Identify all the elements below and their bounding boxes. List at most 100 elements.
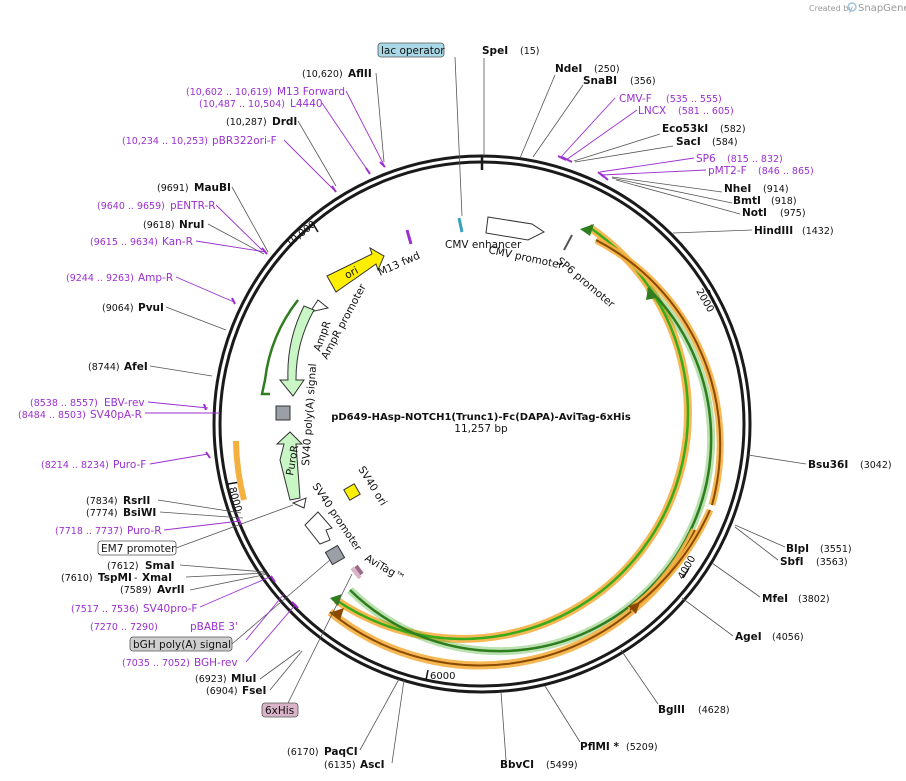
enzyme-name[interactable]: FseI xyxy=(242,685,266,697)
sp6-promoter-mark xyxy=(563,234,573,251)
primer-name[interactable]: Amp-R xyxy=(138,272,173,284)
enzyme-pos: (356) xyxy=(630,76,656,87)
ampr-arrow xyxy=(278,305,315,397)
label-m13-fwd: M13 fwd xyxy=(376,250,422,279)
primer-name[interactable]: SV40pA-R xyxy=(90,409,142,421)
credit-brand: SnapGene xyxy=(858,3,906,14)
enzyme-name[interactable]: DrdI xyxy=(272,116,297,128)
tick-label-10000: 10,000 xyxy=(284,219,318,249)
enzyme-name[interactable]: BglII xyxy=(658,704,685,716)
enzyme-name[interactable]: SbfI xyxy=(780,556,804,568)
enzyme-name[interactable]: BmtI xyxy=(733,195,761,207)
primer-name[interactable]: LNCX xyxy=(638,105,666,117)
enzyme-pos: (3042) xyxy=(860,460,892,471)
enzyme-name[interactable]: BsiWI xyxy=(123,507,156,519)
inner-features xyxy=(233,216,573,580)
enzyme-name[interactable]: SpeI xyxy=(482,45,508,57)
enzyme-labels: SpeI (15) NdeI (250) SnaBI (356) Eco53kI… xyxy=(61,45,892,771)
lac-operator-box xyxy=(377,42,445,58)
em7-promoter-label: EM7 promoter xyxy=(101,543,176,555)
enzyme-name[interactable]: TspMI xyxy=(98,572,132,584)
enzyme-name[interactable]: NruI xyxy=(179,219,204,231)
primer-name[interactable]: SP6 xyxy=(696,153,716,165)
label-sv40-polya: SV40 poly(A) signal xyxy=(300,363,319,466)
primer-name[interactable]: Kan-R xyxy=(162,236,193,248)
puror-arrow xyxy=(275,431,304,501)
enzyme-name[interactable]: PvuI xyxy=(138,302,164,314)
enzyme-name[interactable]: BbvCI xyxy=(500,759,534,771)
enzyme-name[interactable]: AscI xyxy=(360,759,385,771)
enzyme-pos: (10,620) xyxy=(302,69,343,80)
primer-pos: (9640 .. 9659) xyxy=(97,201,165,212)
enzyme-pos: (7610) xyxy=(61,573,93,584)
primer-name[interactable]: L4440 xyxy=(290,98,323,110)
enzyme-pos: (4056) xyxy=(772,632,804,643)
primer-pos: (8214 .. 8234) xyxy=(41,460,109,471)
label-cmv-enhancer: CMV enhancer xyxy=(445,239,522,251)
primer-pos: (7035 .. 7052) xyxy=(122,658,190,669)
enzyme-pos: (584) xyxy=(712,137,738,148)
enzyme-name[interactable]: PaqCI xyxy=(324,746,358,758)
primer-name[interactable]: Puro-F xyxy=(113,459,146,471)
primer-pos: (7517 .. 7536) xyxy=(71,604,139,615)
primer-pos: (8538 .. 8557) xyxy=(30,398,98,409)
enzyme-pos: (15) xyxy=(520,46,540,57)
enzyme-name[interactable]: XmaI xyxy=(142,572,172,584)
enzyme-name[interactable]: Bsu36I xyxy=(808,459,848,471)
primer-pos: (9615 .. 9634) xyxy=(90,237,158,248)
primer-pos: (7270 .. 7290) xyxy=(90,622,158,633)
primer-pos: (10,487 .. 10,504) xyxy=(199,99,285,110)
primer-pos: (581 .. 605) xyxy=(678,106,734,117)
primer-pos: (10,602 .. 10,619) xyxy=(186,87,272,98)
enzyme-name[interactable]: HindIII xyxy=(754,225,793,237)
label-sv40-ori: SV40 ori xyxy=(355,464,389,508)
primer-name[interactable]: pENTR-R xyxy=(170,200,216,212)
boxed-features: lac operator EM7 promoter bGH poly(A) si… xyxy=(97,42,463,718)
enzyme-pos: (7834) xyxy=(86,496,118,507)
primer-pos: (535 .. 555) xyxy=(666,94,722,105)
primer-name[interactable]: pBR322ori-F xyxy=(212,135,277,147)
enzyme-name[interactable]: AvrII xyxy=(157,584,185,596)
insert-orf-arcs xyxy=(327,223,724,670)
enzyme-leaders xyxy=(149,58,807,764)
enzyme-name[interactable]: MluI xyxy=(231,673,256,685)
primer-name[interactable]: CMV-F xyxy=(619,93,652,105)
primer-name[interactable]: BGH-rev xyxy=(194,657,238,669)
enzyme-name[interactable]: BlpI xyxy=(786,543,809,555)
ampr-green-arc xyxy=(260,299,299,396)
enzyme-name[interactable]: AfeI xyxy=(124,361,148,373)
enzyme-name[interactable]: AgeI xyxy=(735,631,762,643)
enzyme-name[interactable]: AflII xyxy=(348,68,372,80)
enzyme-pos: (7612) xyxy=(107,561,139,572)
primer-pos: (815 .. 832) xyxy=(727,154,783,165)
enzyme-pos: (914) xyxy=(763,184,789,195)
label-cmv-promoter: CMV promoter xyxy=(487,244,564,272)
enzyme-name[interactable]: SnaBI xyxy=(583,75,617,87)
primer-name[interactable]: pBABE 3' xyxy=(190,621,238,633)
enzyme-name[interactable]: Eco53kI xyxy=(662,123,708,135)
enzyme-pos: (3802) xyxy=(798,594,830,605)
primer-name[interactable]: SV40pro-F xyxy=(143,603,197,615)
enzyme-name[interactable]: MauBI xyxy=(194,182,231,194)
primer-name[interactable]: M13 Forward xyxy=(277,86,345,98)
enzyme-name[interactable]: SmaI xyxy=(145,560,175,572)
6xhis-label: 6xHis xyxy=(265,705,294,717)
primer-name[interactable]: pMT2-F xyxy=(708,165,747,177)
enzyme-name[interactable]: PflMI * xyxy=(580,741,619,753)
enzyme-name[interactable]: MfeI xyxy=(762,593,788,605)
primer-pos: (7718 .. 7737) xyxy=(55,526,123,537)
primer-leaders xyxy=(145,90,707,663)
enzyme-name[interactable]: RsrII xyxy=(123,495,150,507)
primer-sites xyxy=(203,155,609,609)
enzyme-name[interactable]: NdeI xyxy=(555,63,582,75)
enzyme-pos: (250) xyxy=(594,64,620,75)
enzyme-name[interactable]: NotI xyxy=(742,207,767,219)
svg-text:-: - xyxy=(134,573,137,584)
primer-name[interactable]: EBV-rev xyxy=(104,397,145,409)
enzyme-name[interactable]: SacI xyxy=(676,136,701,148)
primer-name[interactable]: Puro-R xyxy=(127,525,162,537)
enzyme-pos: (7774) xyxy=(86,508,118,519)
enzyme-name[interactable]: NheI xyxy=(724,183,751,195)
bgh-polya-box xyxy=(324,544,346,566)
